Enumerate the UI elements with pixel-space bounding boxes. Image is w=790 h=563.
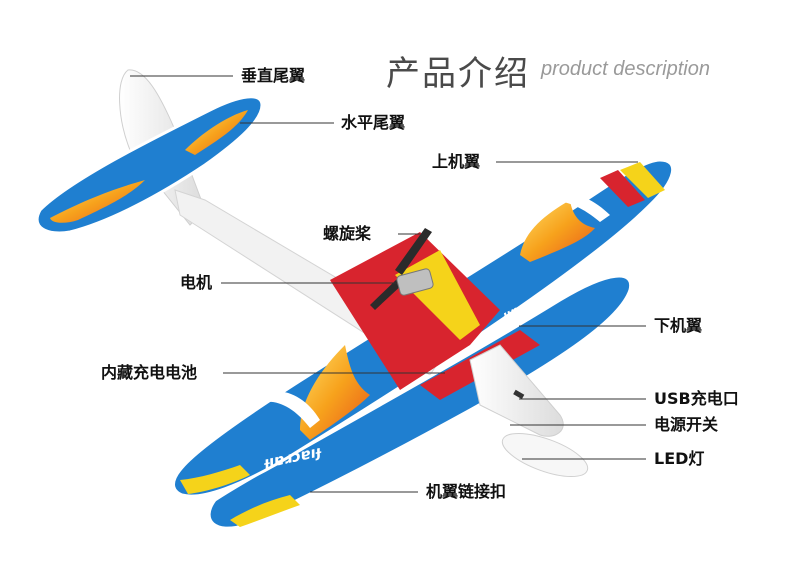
label-led: LED灯 xyxy=(654,449,705,468)
propeller-motor xyxy=(370,228,434,310)
label-horizontal-tail: 水平尾翼 xyxy=(341,113,406,132)
label-lower-wing: 下机翼 xyxy=(654,316,703,335)
upper-wing xyxy=(172,158,675,498)
page-title-en: product description xyxy=(541,58,710,80)
leader-lines xyxy=(130,75,646,493)
nose-section xyxy=(469,344,589,478)
horizontal-tail-wing xyxy=(35,95,264,235)
label-upper-wing: 上机翼 xyxy=(432,152,481,171)
label-propeller: 螺旋桨 xyxy=(323,224,372,243)
label-motor: 电机 xyxy=(180,273,213,292)
label-wing-clip: 机翼链接扣 xyxy=(426,482,507,501)
label-usb-port: USB充电口 xyxy=(654,389,739,408)
page-title-cn: 产品介绍 xyxy=(386,54,530,94)
label-vertical-tail: 垂直尾翼 xyxy=(241,66,306,85)
label-battery: 内藏充电电池 xyxy=(101,363,198,382)
label-power-switch: 电源开关 xyxy=(654,415,719,434)
